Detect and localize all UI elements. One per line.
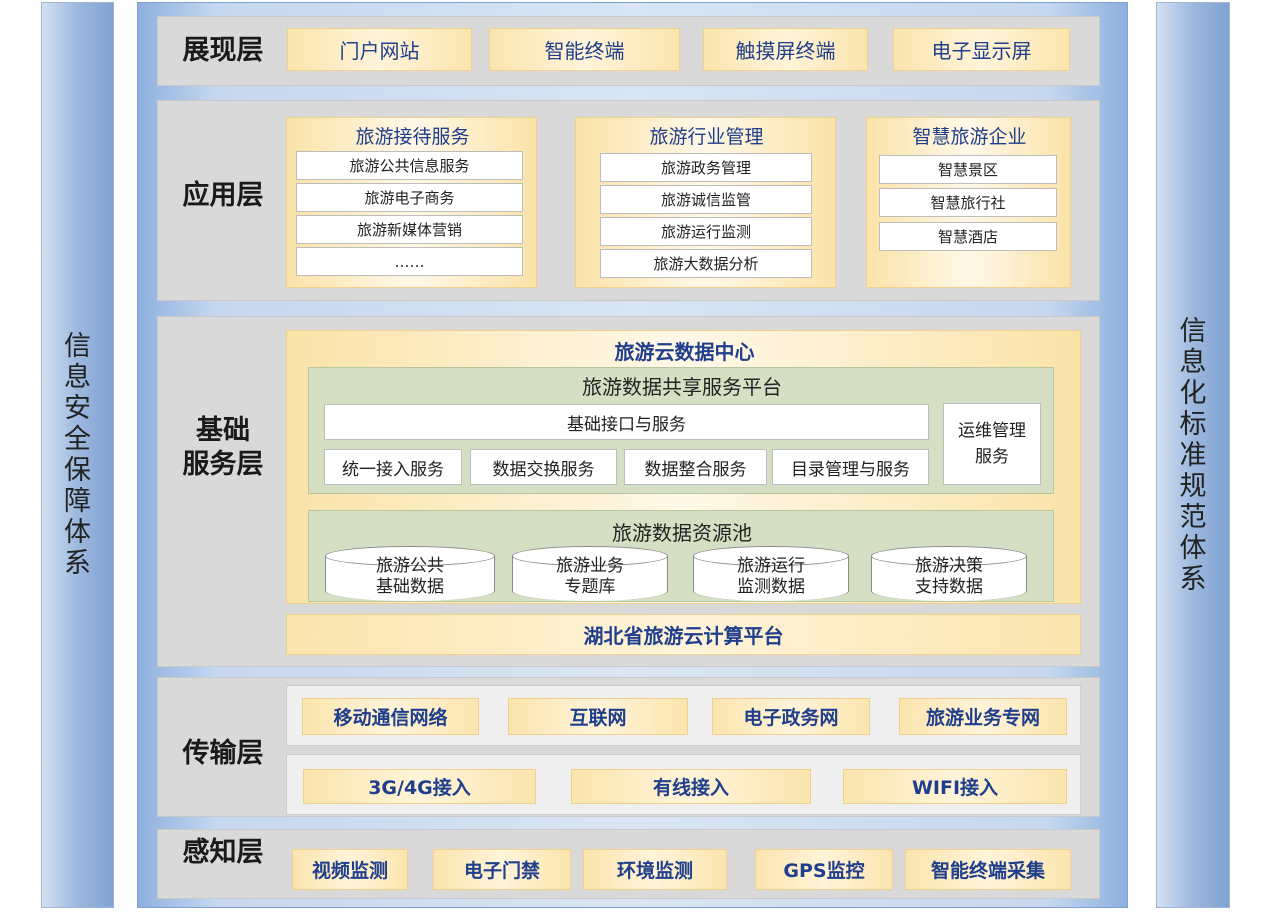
perception-item: GPS监控 xyxy=(755,849,893,890)
perception-item: 环境监测 xyxy=(583,849,727,890)
perception-item: 电子门禁 xyxy=(433,849,571,890)
network-item: 电子政务网 xyxy=(712,698,870,735)
presentation-item: 智能终端 xyxy=(489,28,680,71)
access-item: 3G/4G接入 xyxy=(303,769,536,804)
platform-service: 数据整合服务 xyxy=(624,449,767,485)
perception-layer: 感知层 视频监测 电子门禁 环境监测 GPS监控 智能终端采集 xyxy=(157,829,1100,899)
app-item: 智慧酒店 xyxy=(879,222,1057,251)
group-title: 智慧旅游企业 xyxy=(912,126,1027,148)
app-group-reception: 旅游接待服务 旅游公共信息服务 旅游电子商务 旅游新媒体营销 …… xyxy=(286,117,537,288)
presentation-layer: 展现层 门户网站 智能终端 触摸屏终端 电子显示屏 xyxy=(157,16,1100,86)
perception-item: 智能终端采集 xyxy=(905,849,1071,890)
layer-title: 展现层 xyxy=(182,35,264,66)
access-row: 3G/4G接入 有线接入 WIFI接入 xyxy=(286,754,1081,815)
basic-interface-service: 基础接口与服务 xyxy=(324,404,929,440)
standards-system-label: 信息化标准规范体系 xyxy=(1179,315,1207,595)
platform-service: 统一接入服务 xyxy=(324,449,462,485)
layer-title: 感知层 xyxy=(182,837,264,868)
cloud-data-center-title: 旅游云数据中心 xyxy=(614,340,755,364)
network-row: 移动通信网络 互联网 电子政务网 旅游业务专网 xyxy=(286,685,1081,746)
foundation-service-layer: 基础 服务层 旅游云数据中心 旅游数据共享服务平台 基础接口与服务 统一接入服务… xyxy=(157,316,1100,667)
cloud-data-center: 旅游云数据中心 旅游数据共享服务平台 基础接口与服务 统一接入服务 数据交换服务… xyxy=(286,330,1081,604)
resource-pool-title: 旅游数据资源池 xyxy=(612,521,752,545)
app-group-industry: 旅游行业管理 旅游政务管理 旅游诚信监管 旅游运行监测 旅游大数据分析 xyxy=(575,117,836,288)
app-item: …… xyxy=(296,247,523,276)
app-item: 旅游大数据分析 xyxy=(600,249,812,278)
data-resource-pool: 旅游数据资源池 旅游公共基础数据 旅游业务专题库 旅游运行监测数据 旅游决策支持… xyxy=(308,510,1054,602)
app-item: 智慧景区 xyxy=(879,155,1057,184)
transport-layer: 传输层 移动通信网络 互联网 电子政务网 旅游业务专网 3G/4G接入 有线接入… xyxy=(157,677,1100,817)
platform-service: 目录管理与服务 xyxy=(772,449,929,485)
app-item: 旅游电子商务 xyxy=(296,183,523,212)
security-system-label: 信息安全保障体系 xyxy=(64,331,91,579)
access-item: 有线接入 xyxy=(571,769,811,804)
app-item: 旅游运行监测 xyxy=(600,217,812,246)
presentation-item: 电子显示屏 xyxy=(893,28,1070,71)
security-system-bar: 信息安全保障体系 xyxy=(41,2,114,908)
platform-service: 数据交换服务 xyxy=(470,449,617,485)
app-item: 智慧旅行社 xyxy=(879,188,1057,217)
network-item: 移动通信网络 xyxy=(302,698,479,735)
layer-title: 传输层 xyxy=(182,738,264,769)
data-share-platform: 旅游数据共享服务平台 基础接口与服务 统一接入服务 数据交换服务 数据整合服务 … xyxy=(308,367,1054,494)
application-layer: 应用层 旅游接待服务 旅游公共信息服务 旅游电子商务 旅游新媒体营销 …… 旅游… xyxy=(157,100,1100,301)
database-icon: 旅游运行监测数据 xyxy=(693,546,849,601)
layer-title: 应用层 xyxy=(182,180,264,211)
app-item: 旅游政务管理 xyxy=(600,153,812,182)
presentation-item: 门户网站 xyxy=(287,28,472,71)
presentation-item: 触摸屏终端 xyxy=(703,28,868,71)
database-icon: 旅游公共基础数据 xyxy=(325,546,495,601)
perception-item: 视频监测 xyxy=(292,849,408,890)
database-icon: 旅游业务专题库 xyxy=(512,546,668,601)
group-title: 旅游行业管理 xyxy=(649,126,764,148)
group-title: 旅游接待服务 xyxy=(355,126,470,148)
access-item: WIFI接入 xyxy=(843,769,1067,804)
network-item: 互联网 xyxy=(508,698,688,735)
ops-management-service: 运维管理服务 xyxy=(943,403,1041,485)
database-icon: 旅游决策支持数据 xyxy=(871,546,1027,601)
app-item: 旅游诚信监管 xyxy=(600,185,812,214)
cloud-computing-platform: 湖北省旅游云计算平台 xyxy=(286,614,1081,655)
share-platform-title: 旅游数据共享服务平台 xyxy=(582,375,782,399)
app-group-enterprise: 智慧旅游企业 智慧景区 智慧旅行社 智慧酒店 xyxy=(866,117,1071,288)
layer-title: 基础 服务层 xyxy=(182,415,264,480)
app-item: 旅游公共信息服务 xyxy=(296,151,523,180)
network-item: 旅游业务专网 xyxy=(899,698,1067,735)
standards-system-bar: 信息化标准规范体系 xyxy=(1156,2,1230,908)
app-item: 旅游新媒体营销 xyxy=(296,215,523,244)
